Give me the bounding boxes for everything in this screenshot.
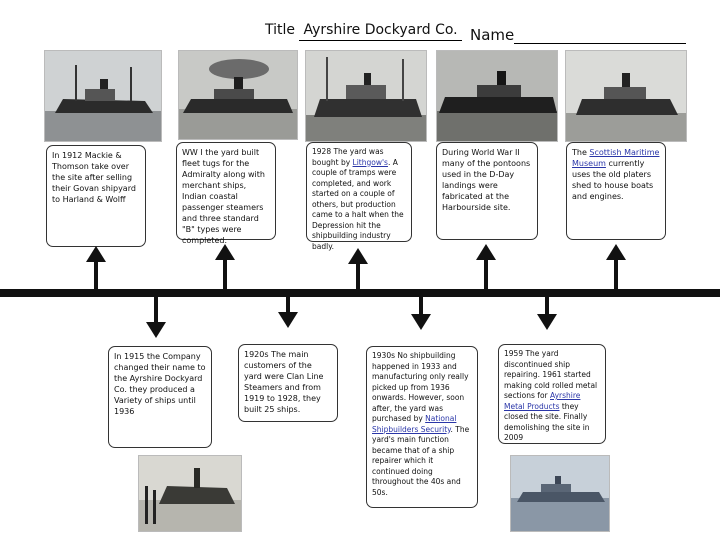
- arrow-down-icon: [537, 296, 557, 330]
- event-box-ww1: WW I the yard built fleet tugs for the A…: [176, 142, 276, 245]
- arrow-up-icon: [476, 244, 496, 290]
- event-text: 1920s The main customers of the yard wer…: [244, 350, 324, 414]
- ship-photo-6: [138, 455, 242, 532]
- arrow-down-icon: [146, 296, 166, 338]
- event-text: 1959 The yard discontinued ship repairin…: [504, 349, 598, 400]
- lithgows-link[interactable]: Lithgow's: [352, 157, 388, 167]
- scottish-maritime-museum-link[interactable]: Scottish Maritime Museum: [572, 148, 660, 168]
- event-box-1915: In 1915 the Company changed their name t…: [108, 346, 212, 448]
- ship-photo-3: [305, 50, 427, 142]
- arrow-down-icon: [411, 296, 431, 330]
- arrow-up-icon: [215, 244, 235, 290]
- event-box-1920s: 1920s The main customers of the yard wer…: [238, 344, 338, 422]
- ship-photo-7: [510, 455, 610, 532]
- event-box-museum: The Scottish Maritime Museum currently u…: [566, 142, 666, 240]
- title-label: Title: [265, 22, 296, 38]
- event-box-ww2: During World War II many of the pontoons…: [436, 142, 538, 240]
- event-text: WW I the yard built fleet tugs for the A…: [182, 148, 265, 245]
- event-text: currently uses the old platers shed to h…: [572, 159, 654, 201]
- arrow-up-icon: [86, 246, 106, 290]
- name-field[interactable]: Name: [470, 26, 687, 44]
- name-blank-line[interactable]: [514, 29, 687, 44]
- ship-photo-5: [565, 50, 687, 142]
- worksheet-title: Title Ayrshire Dockyard Co.: [265, 22, 462, 41]
- name-label: Name: [470, 26, 515, 44]
- arrow-down-icon: [278, 296, 298, 328]
- event-text: 1928 The yard was bought by: [312, 147, 384, 167]
- title-value: Ayrshire Dockyard Co.: [299, 22, 462, 41]
- ship-photo-4: [436, 50, 558, 142]
- event-text: . The yard's main function became that o…: [372, 424, 470, 497]
- event-text: . A couple of tramps were completed, and…: [312, 157, 404, 251]
- event-text: 1930s No shipbuilding happened in 1933 a…: [372, 351, 469, 423]
- event-text: In 1912 Mackie & Thomson take over the s…: [52, 151, 136, 204]
- ship-photo-2: [178, 50, 298, 140]
- ship-photo-1: [44, 50, 162, 142]
- event-box-1930s: 1930s No shipbuilding happened in 1933 a…: [366, 346, 478, 508]
- event-text: The: [572, 148, 590, 157]
- event-box-1912: In 1912 Mackie & Thomson take over the s…: [46, 145, 146, 247]
- event-text: During World War II many of the pontoons…: [442, 148, 531, 212]
- national-shipbuilders-security-link[interactable]: National Shipbuilders Security: [372, 414, 457, 434]
- event-box-1928: 1928 The yard was bought by Lithgow's. A…: [306, 142, 412, 251]
- arrow-up-icon: [348, 248, 368, 290]
- ayrshire-metal-products-link[interactable]: Ayrshire Metal Products: [504, 391, 581, 411]
- arrow-up-icon: [606, 244, 626, 290]
- event-box-1959: 1959 The yard discontinued ship repairin…: [498, 344, 606, 444]
- timeline-bar: [0, 289, 720, 297]
- event-text: they closed the site. Finally demolishin…: [504, 401, 590, 443]
- event-text: In 1915 the Company changed their name t…: [114, 352, 206, 416]
